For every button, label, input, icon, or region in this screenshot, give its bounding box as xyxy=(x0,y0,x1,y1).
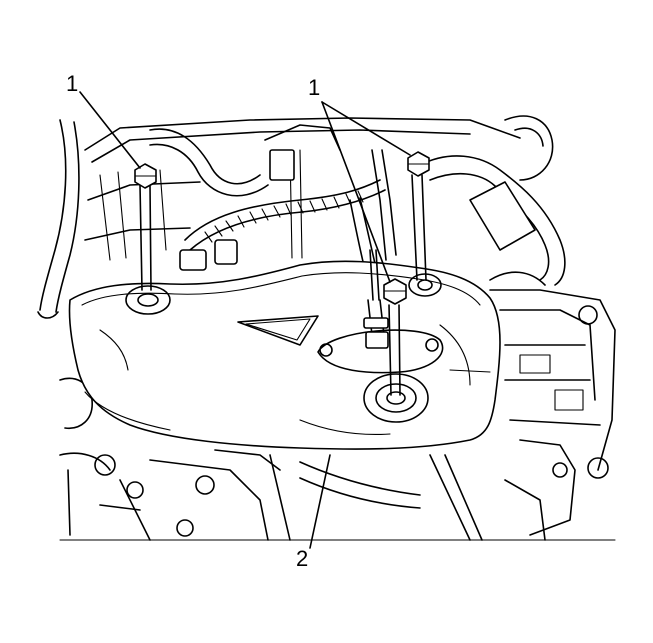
callout-1-left: 1 xyxy=(66,71,78,96)
oxygen-sensor xyxy=(363,249,389,349)
heat-shield-nut-upper-right xyxy=(407,151,430,281)
leader-lines xyxy=(79,91,411,549)
heat-shield-nut-center xyxy=(383,278,407,396)
heat-shield-nut-left xyxy=(134,163,157,291)
callout-2-heat-shield: 2 xyxy=(296,546,308,571)
engine-background xyxy=(37,115,616,541)
callout-1-right: 1 xyxy=(308,75,320,100)
heat-shield xyxy=(68,260,501,450)
